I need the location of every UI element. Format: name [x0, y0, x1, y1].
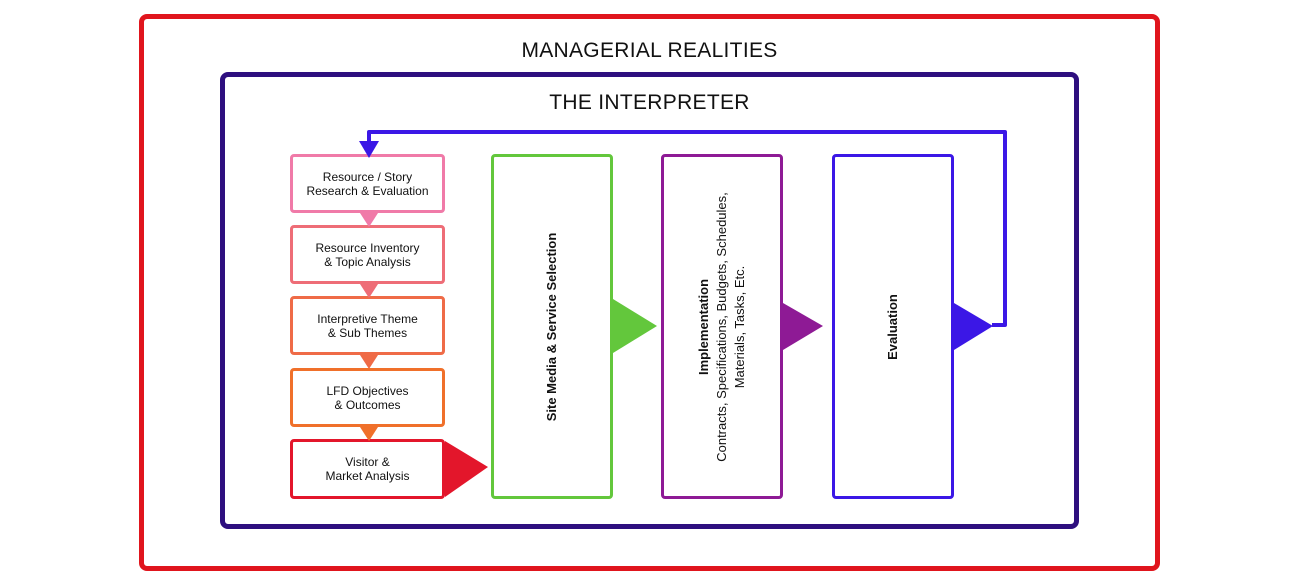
- down-arrow-3: [360, 355, 378, 369]
- step-label: Interpretive Theme & Sub Themes: [317, 311, 418, 340]
- feedback-loop-line: [367, 130, 1007, 327]
- step-resource-inventory: Resource Inventory & Topic Analysis: [290, 225, 445, 284]
- step-visitor-market-analysis: Visitor & Market Analysis: [290, 439, 445, 499]
- right-arrow-implementation: [783, 303, 823, 350]
- interpreter-frame: THE INTERPRETER: [220, 72, 1079, 529]
- step-label: LFD Objectives & Outcomes: [326, 383, 409, 412]
- feedback-loop-arrowhead: [359, 141, 379, 158]
- step-interpretive-theme: Interpretive Theme & Sub Themes: [290, 296, 445, 355]
- step-label: Resource / Story Research & Evaluation: [306, 169, 429, 198]
- right-arrow-site-media: [613, 299, 657, 353]
- step-label: Visitor & Market Analysis: [325, 455, 410, 483]
- step-label: Resource Inventory & Topic Analysis: [315, 240, 420, 269]
- managerial-realities-title: MANAGERIAL REALITIES: [521, 39, 778, 62]
- step-resource-story-research: Resource / Story Research & Evaluation: [290, 154, 445, 213]
- step-lfd-objectives: LFD Objectives & Outcomes: [290, 368, 445, 427]
- stage-implementation: Implementation Contracts, Specifications…: [661, 154, 783, 499]
- right-arrow-evaluation: [954, 303, 993, 350]
- down-arrow-2: [360, 284, 378, 298]
- down-arrow-1: [360, 213, 378, 227]
- managerial-realities-frame: MANAGERIAL REALITIES: [139, 14, 1160, 571]
- down-arrow-4: [360, 427, 378, 441]
- stage-evaluation: Evaluation: [832, 154, 954, 499]
- right-arrow-visitor: [445, 441, 488, 497]
- interpreter-title: THE INTERPRETER: [549, 91, 750, 114]
- stage-site-media-selection: Site Media & Service Selection: [491, 154, 613, 499]
